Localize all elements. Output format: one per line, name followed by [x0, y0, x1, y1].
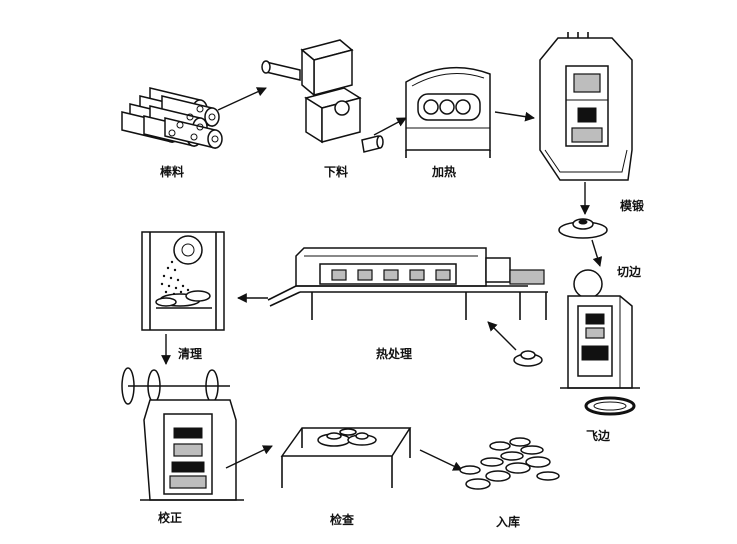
stored-parts-illustration: [459, 437, 560, 490]
trimmed-part: [513, 350, 543, 367]
inspection-table-illustration: [280, 427, 412, 488]
straightening-press-illustration: [121, 367, 244, 501]
arrow-trimming-to-heat-treatment: [487, 321, 517, 351]
bar-stock-illustration: [121, 87, 223, 149]
label-bar-stock: 棒料: [160, 164, 184, 179]
flash-ring: [584, 396, 636, 416]
cutting-illustration: [261, 39, 384, 153]
label-trimming: 切边: [617, 264, 642, 279]
arrow-heating-to-forging: [494, 111, 535, 122]
label-heat-treatment: 热处理: [376, 346, 412, 361]
label-cutting: 下料: [324, 164, 348, 179]
label-heating: 加热: [431, 164, 456, 179]
label-cleaning: 清理: [178, 346, 202, 361]
label-straightening: 校正: [158, 510, 182, 525]
arrow-part-to-trimming: [591, 239, 603, 267]
label-die-forging: 模锻: [620, 198, 644, 213]
die-forging-press-illustration: [539, 32, 633, 181]
trimming-press-illustration: [560, 269, 640, 389]
forged-part-with-flash: [558, 218, 608, 239]
arrow-inspection-to-storage: [419, 449, 463, 471]
heat-treatment-furnace-illustration: [267, 247, 548, 320]
label-inspection: 检查: [330, 512, 355, 527]
shot-blast-cleaning-illustration: [141, 231, 225, 331]
arrow-stock-to-cutting: [217, 87, 267, 111]
label-storage: 入库: [496, 514, 520, 529]
label-flash: 飞边: [586, 428, 611, 443]
heating-furnace-illustration: [405, 66, 491, 158]
arrow-straightening-to-inspection: [225, 445, 273, 469]
arrow-cutting-to-heating: [373, 117, 407, 136]
